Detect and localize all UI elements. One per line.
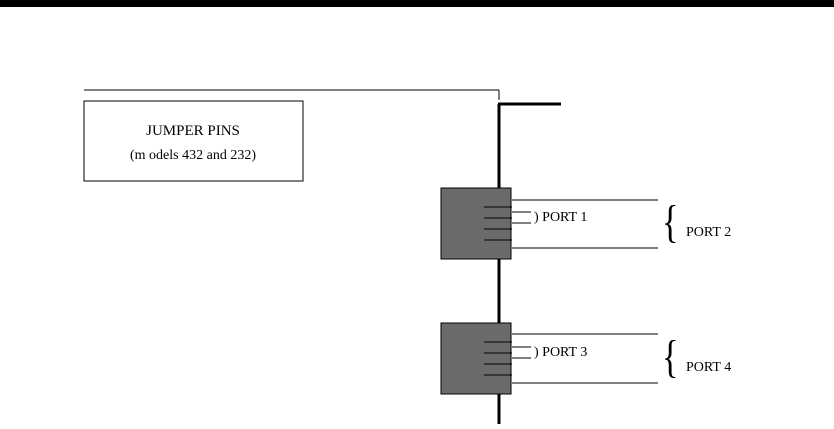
jumper-pins-subtitle: (m odels 432 and 232) <box>130 148 256 163</box>
port-1-label: ) PORT 1 <box>534 210 587 225</box>
port-4-label: PORT 4 <box>686 360 731 375</box>
port-2-label: PORT 2 <box>686 225 731 240</box>
connector-block-2 <box>440 322 512 395</box>
top-black-bar <box>0 0 834 7</box>
port-3-label: ) PORT 3 <box>534 345 587 360</box>
port-4-brace: { <box>662 331 679 382</box>
jumper-pins-title: JUMPER PINS <box>146 123 240 139</box>
jumper-pins-box <box>83 100 304 182</box>
connector-block-1 <box>440 187 512 260</box>
port-2-brace: { <box>662 196 679 247</box>
